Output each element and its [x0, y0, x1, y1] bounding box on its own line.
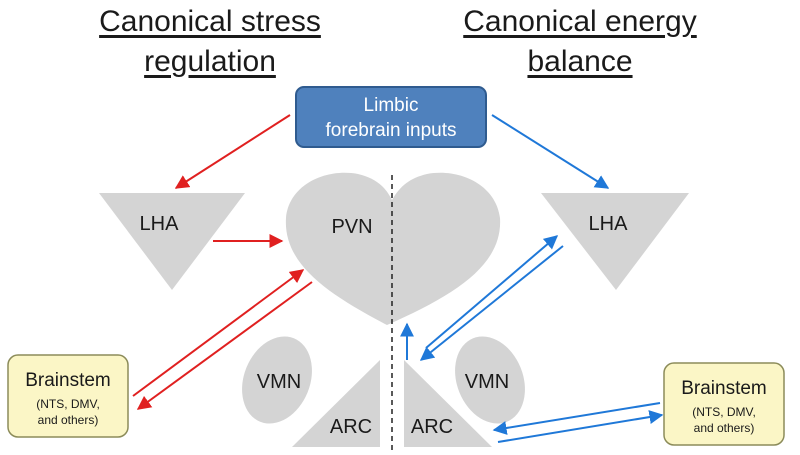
brainstem-left-title: Brainstem — [25, 370, 111, 391]
arrow-brainstem-left-to-pvn — [132, 269, 305, 397]
limbic-forebrain-box: Limbic forebrain inputs — [295, 86, 487, 148]
pvn-label: PVN — [331, 216, 372, 238]
lha-right-label: LHA — [589, 213, 629, 235]
brainstem-right-box: Brainstem (NTS, DMV, and others) — [663, 362, 785, 446]
lha-right-region: LHA — [541, 193, 689, 290]
lha-left-region: LHA — [99, 193, 245, 290]
vmn-right-region: VMN — [455, 336, 525, 424]
vmn-left-region: VMN — [242, 336, 312, 424]
arrow-limbic-to-lha-left — [174, 114, 291, 189]
brainstem-left-box: Brainstem (NTS, DMV, and others) — [7, 354, 129, 438]
arrow-pvn-to-brainstem-left — [136, 281, 313, 410]
arrow-arc-to-brainstem-right — [497, 410, 664, 443]
arc-left-label: ARC — [330, 416, 372, 438]
limbic-label-line2: forebrain inputs — [326, 120, 457, 141]
vmn-right-label: VMN — [465, 371, 509, 393]
arc-left-region: ARC — [292, 360, 380, 447]
heading-energy: Canonical energy balance — [430, 2, 730, 82]
lha-left-label: LHA — [140, 213, 180, 235]
arc-right-region: ARC — [404, 360, 492, 447]
brainstem-right-title: Brainstem — [681, 378, 767, 399]
arrow-brainstem-right-to-arc — [492, 402, 661, 435]
brainstem-right-detail1: (NTS, DMV, — [692, 405, 756, 419]
limbic-label-line1: Limbic — [364, 95, 419, 116]
brainstem-right-detail2: and others) — [694, 421, 755, 435]
heading-energy-line2: balance — [527, 45, 633, 78]
heading-stress-line1: Canonical stress — [99, 5, 321, 38]
arrow-arc-to-lha-right — [425, 235, 559, 349]
brainstem-left-detail2: and others) — [38, 413, 99, 427]
vmn-left-label: VMN — [257, 371, 301, 393]
heading-stress: Canonical stress regulation — [60, 2, 360, 82]
arc-right-label: ARC — [411, 416, 453, 438]
heading-stress-line2: regulation — [144, 45, 276, 78]
brainstem-left-detail1: (NTS, DMV, — [36, 397, 100, 411]
arrow-limbic-to-lha-right — [491, 114, 610, 189]
heading-energy-line1: Canonical energy — [463, 5, 697, 38]
pvn-region: PVN — [285, 172, 501, 325]
arrow-lha-right-to-arc — [419, 245, 564, 361]
